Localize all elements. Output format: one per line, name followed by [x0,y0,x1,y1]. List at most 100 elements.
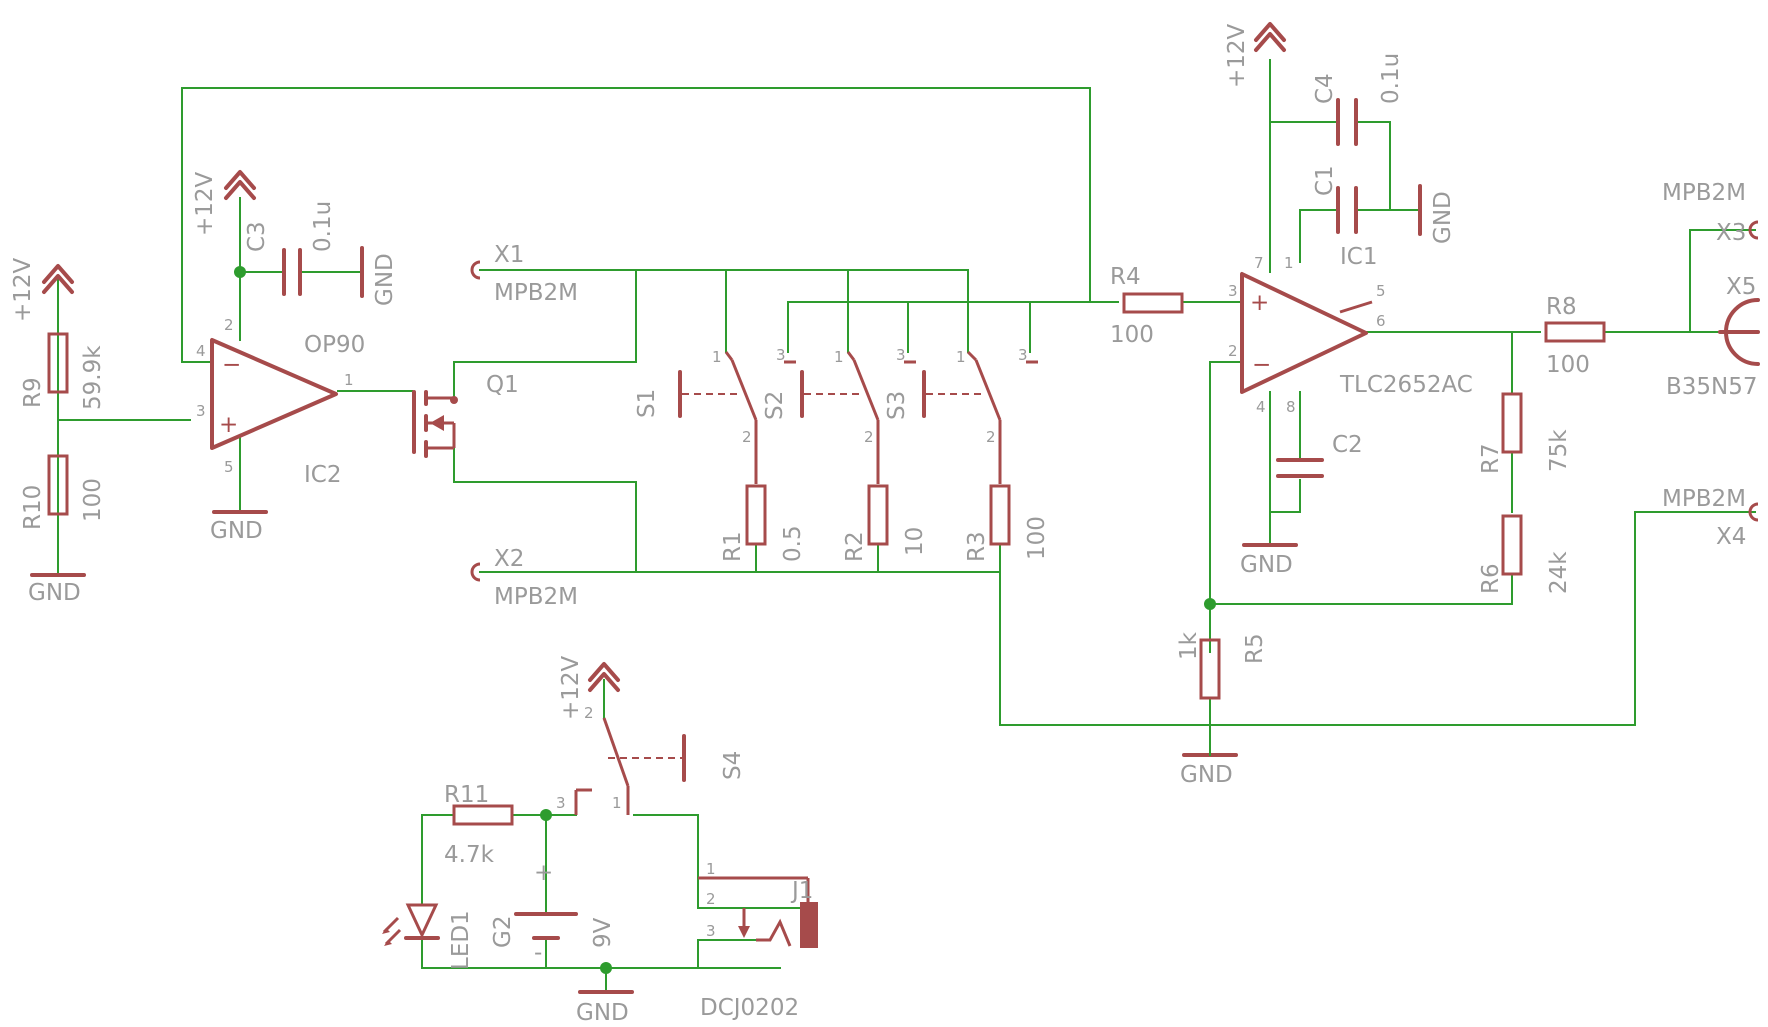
wires [57,59,1756,993]
r1-value: 0.5 [780,525,806,562]
s1-name: S1 [634,389,660,418]
x3-value: MPB2M [1662,180,1746,206]
r7-body [1501,392,1523,454]
capacitors [282,98,1358,478]
g2-plus: + [534,860,553,886]
x4-value: MPB2M [1662,486,1746,512]
switch-s4: 2 3 1 [556,704,686,815]
gnd-label: GND [210,518,263,544]
x2-value: MPB2M [494,584,578,610]
x5-name: X5 [1726,274,1756,300]
ic1-pin: 4 [1256,398,1266,416]
r4-name: R4 [1110,264,1141,290]
r10-body [47,454,69,516]
ic2-pin: 1 [344,371,354,389]
connectors [470,220,1760,582]
r5-name: R5 [1242,633,1268,664]
gnd-label: GND [1430,191,1456,244]
ic2-name: IC2 [304,462,341,488]
battery-g2 [514,912,578,940]
led1 [382,903,440,946]
r10-name: R10 [20,485,46,530]
r4-value: 100 [1110,322,1154,348]
s2-pin: 2 [742,428,752,446]
switch-s3: 1 3 2 [800,346,916,484]
c1-name: C1 [1312,165,1338,196]
supply-symbols [30,22,1422,994]
r3-value: 100 [1024,516,1050,560]
g2-minus: - [534,940,542,966]
gnd-label: GND [372,253,398,306]
c3-name: C3 [244,221,270,252]
r9-name: R9 [20,377,46,408]
s3-name: S3 [884,391,910,420]
vcc-label: +12V [192,171,218,236]
c4-value: 0.1u [1378,53,1404,104]
r8-value: 100 [1546,352,1590,378]
s2-pin: 1 [712,348,722,366]
r6-body [1501,514,1523,576]
ic1-pin: 8 [1286,398,1296,416]
r11-value: 4.7k [444,842,495,868]
labels: +12V +12V +12V +12V GND GND GND GND GND … [10,23,1758,1026]
r7-name: R7 [1478,443,1504,474]
s4-pin: 2 [584,704,594,722]
s3-pin: 3 [896,346,906,364]
j1-pin: 2 [706,890,716,908]
s4-name: S4 [720,751,746,780]
j1-pin: 1 [706,860,716,878]
r6-value: 24k [1546,551,1572,594]
c4-name: C4 [1312,73,1338,104]
vcc-label: +12V [10,257,36,322]
r7-value: 75k [1546,429,1572,472]
j1-pin: 3 [706,922,716,940]
s3b-pin: 1 [956,348,966,366]
vcc-label: +12V [1224,23,1250,88]
svg-text:+: + [1250,290,1269,316]
j1-value: DCJ0202 [700,995,799,1021]
gnd-label: GND [1240,552,1293,578]
r4-body [1122,292,1184,314]
switch-s1-s2: 1 3 2 [678,346,796,484]
q1-name: Q1 [486,372,519,398]
x5-value: B35N57 [1666,374,1758,400]
s3b-pin: 3 [1018,346,1028,364]
ic1-pin: 5 [1376,282,1386,300]
r10-value: 100 [80,478,106,522]
x1-name: X1 [494,242,524,268]
resistors [47,292,1606,826]
g2-name: G2 [490,916,516,948]
ic1-opamp: + − 7 1 3 5 6 2 4 8 [1228,254,1386,416]
svg-text:+: + [219,412,238,438]
junctions [234,266,1216,974]
r5-value: 1k [1176,631,1202,660]
ic2-pin: 2 [224,316,234,334]
switch-s3b: 1 3 2 [922,346,1038,484]
ic2-value: OP90 [304,332,365,358]
s3b-pin: 2 [986,428,996,446]
r3-name: R3 [964,531,990,562]
j1-name: J1 [790,878,813,904]
s2-name: S2 [762,391,788,420]
x2-name: X2 [494,546,524,572]
s3-pin: 1 [834,348,844,366]
x1-value: MPB2M [494,280,578,306]
ic1-value: TLC2652AC [1339,372,1473,398]
r8-body [1544,321,1606,343]
r2-body [867,484,889,546]
ic1-pin: 1 [1284,254,1294,272]
r11-name: R11 [444,782,489,808]
r9-value: 59.9k [80,345,106,410]
r8-name: R8 [1546,294,1577,320]
s4-pin: 3 [556,794,566,812]
ic1-name: IC1 [1340,244,1377,270]
ic1-pin: 7 [1254,254,1264,272]
r2-value: 10 [902,527,928,556]
r11-body [452,804,514,826]
r9-body [47,332,69,394]
svg-text:−: − [1252,352,1271,378]
led1-name: LED1 [448,910,474,970]
s3-pin: 2 [864,428,874,446]
r2-name: R2 [842,531,868,562]
ic1-pin: 3 [1228,282,1238,300]
